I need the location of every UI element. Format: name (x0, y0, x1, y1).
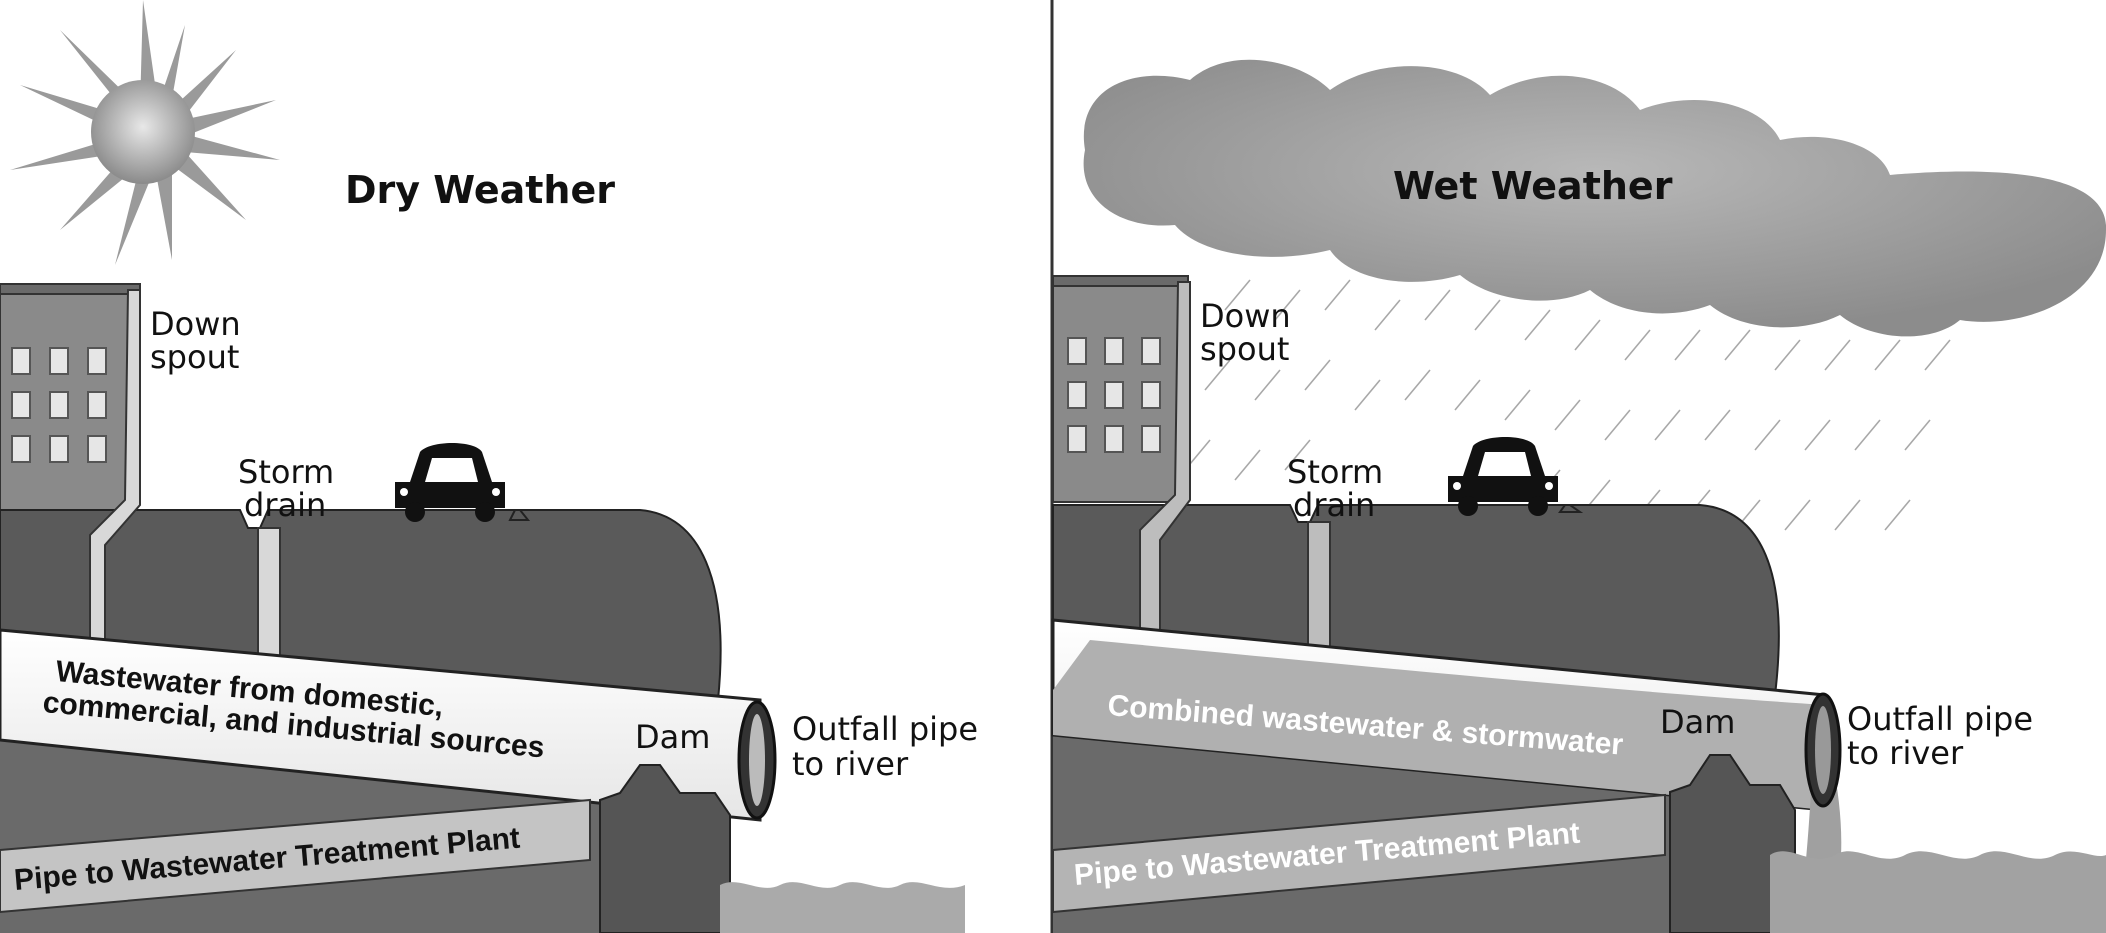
building (0, 283, 141, 511)
dry-weather-panel: Dry Weather Down spout Storm drain Waste… (0, 0, 978, 933)
treatment-pipe-wet (1052, 793, 1666, 914)
treatment-pipe-dry (0, 798, 591, 914)
dam-dry (599, 764, 731, 933)
dam-label-wet: Dam (1660, 703, 1735, 741)
wet-weather-title: Wet Weather (1393, 164, 1673, 208)
car-icon (395, 443, 505, 522)
downspout-label-wet-line1: Down (1200, 297, 1291, 335)
main-sewer-pipe-dry (0, 628, 762, 822)
river-water-dry (720, 882, 965, 933)
downspout-label-wet-line2: spout (1200, 330, 1289, 368)
combined-flow (1053, 640, 1825, 810)
storm-drain-label-wet-line1: Storm (1287, 453, 1383, 491)
dam-label-dry: Dam (635, 718, 710, 756)
dry-weather-title: Dry Weather (345, 168, 615, 212)
downspout-label-line1: Down (150, 305, 241, 343)
storm-drain-label-line1: Storm (238, 453, 334, 491)
storm-drain-label-wet-line2: drain (1293, 486, 1375, 524)
dam-wet (1669, 754, 1796, 933)
cloud-icon (1083, 59, 2106, 337)
building-wet (1052, 275, 1189, 503)
outfall-label-wet-line2: to river (1847, 734, 1964, 772)
outfall-label-line2: to river (792, 745, 909, 783)
ground-wet (1052, 504, 1780, 697)
sun-icon (10, 0, 280, 265)
outfall-label-wet-line1: Outfall pipe (1847, 700, 2033, 738)
downspout-label-line2: spout (150, 338, 239, 376)
car-icon-wet (1448, 437, 1558, 516)
outfall-label-line1: Outfall pipe (792, 710, 978, 748)
storm-drain-label-line2: drain (244, 486, 326, 524)
wet-weather-panel: Wet Weather Down spout Storm drain Combi… (1051, 59, 2106, 933)
rain (1184, 279, 1951, 531)
river-water-wet (1770, 851, 2106, 933)
